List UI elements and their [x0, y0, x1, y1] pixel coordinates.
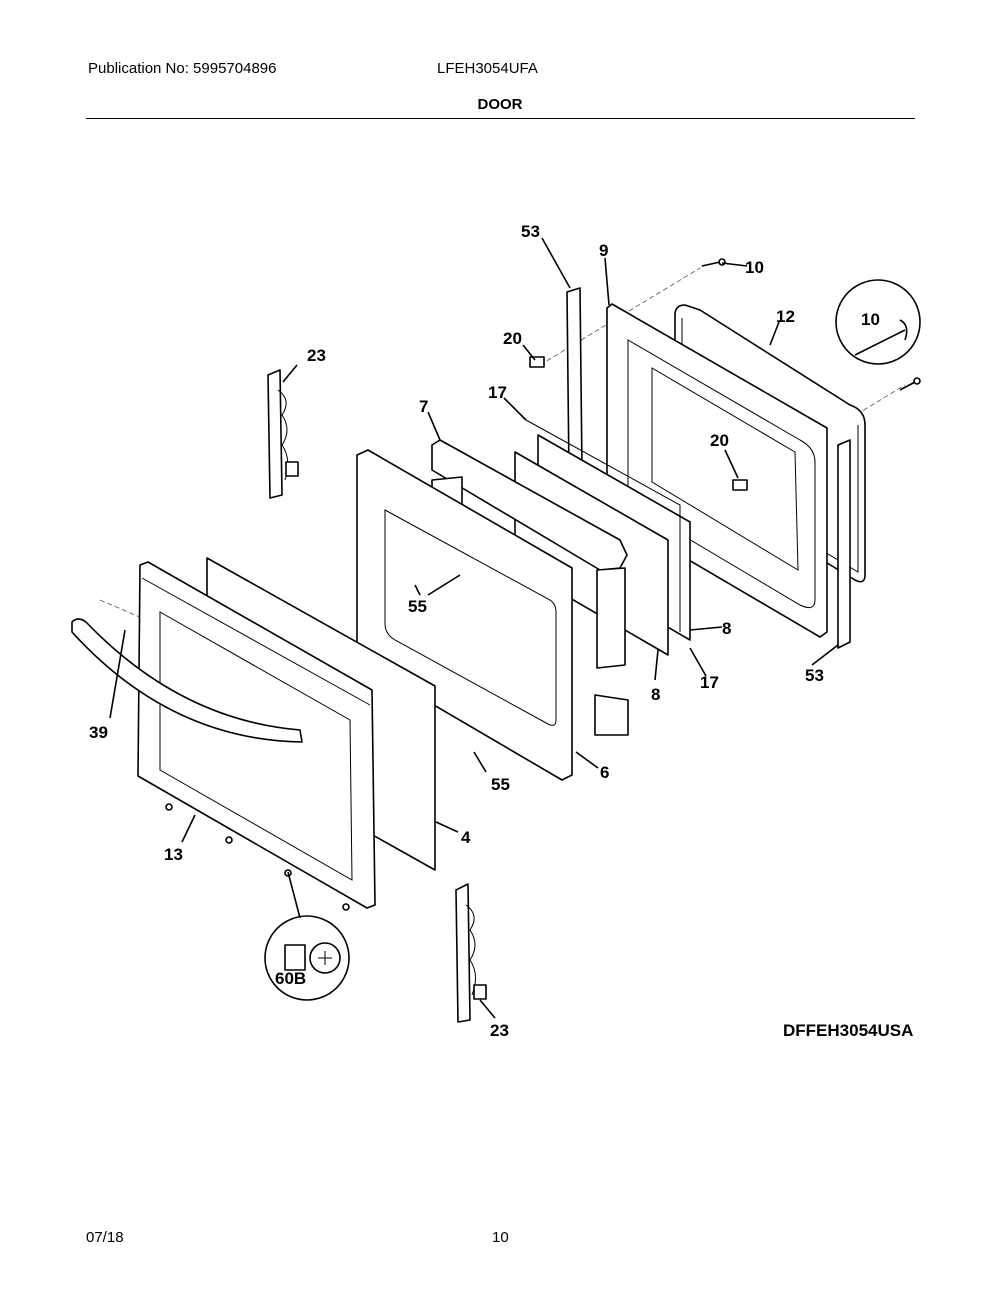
diagram-id: DFFEH3054USA: [783, 1021, 913, 1040]
callout-55-top: 55: [408, 597, 427, 616]
screw-10-detail: [835, 279, 921, 365]
header-divider: [86, 118, 915, 119]
callout-17-bottom: 17: [700, 673, 719, 692]
callout-20-right: 20: [710, 431, 729, 450]
callout-12: 12: [776, 307, 795, 326]
hinge-bottom: [455, 883, 471, 1023]
callout-39: 39: [89, 723, 108, 742]
page-number: 10: [492, 1229, 509, 1246]
screw-60b-detail: [264, 915, 350, 1001]
callout-23-bottom: 23: [490, 1021, 509, 1040]
page-title: DOOR: [477, 96, 523, 113]
callout-6: 6: [600, 763, 609, 782]
callout-8-bottom: 8: [651, 685, 660, 704]
callout-9: 9: [599, 241, 608, 260]
callout-53-bottom: 53: [805, 666, 824, 685]
callout-13: 13: [164, 845, 183, 864]
callout-7: 7: [419, 397, 428, 416]
callout-10-detail: 10: [861, 310, 880, 329]
callout-4: 4: [461, 828, 471, 847]
callout-60b: 60B: [275, 969, 306, 988]
callout-10: 10: [745, 258, 764, 277]
door-rail-right: [837, 439, 851, 649]
hinge-top: [267, 369, 283, 499]
door-handle: [71, 618, 303, 743]
callout-53-top: 53: [521, 222, 540, 241]
callout-17-top: 17: [488, 383, 507, 402]
footer-date: 07/18: [86, 1229, 124, 1246]
callout-8-right: 8: [722, 619, 731, 638]
callout-23-top: 23: [307, 346, 326, 365]
model-number: LFEH3054UFA: [437, 60, 538, 77]
callout-20-top: 20: [503, 329, 522, 348]
publication-number: Publication No: 5995704896: [88, 60, 277, 77]
callout-55-bottom: 55: [491, 775, 510, 794]
